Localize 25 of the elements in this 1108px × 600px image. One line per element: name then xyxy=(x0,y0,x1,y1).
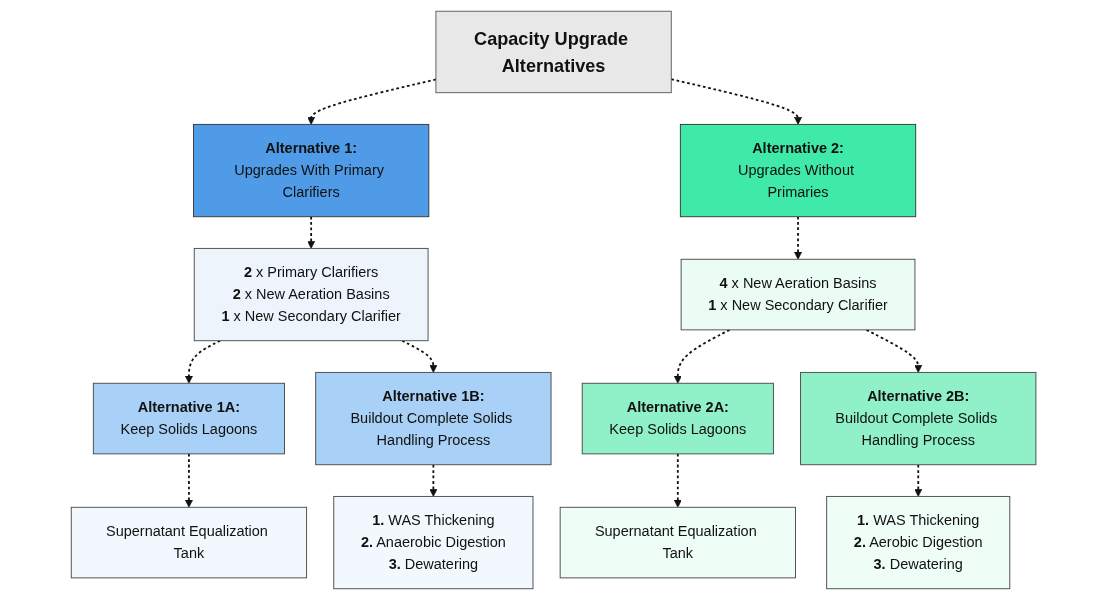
arrow xyxy=(794,215,803,260)
arrow xyxy=(185,452,194,508)
arrow xyxy=(674,328,731,384)
node-box: Capacity Upgrade Alternatives xyxy=(435,10,673,94)
arrow xyxy=(307,215,316,249)
node-box: 1. WAS Thickening 2. Aerobic Digestion 3. Dewatering xyxy=(826,495,1011,590)
arrow xyxy=(307,78,438,125)
node-box: Alternative 1A: Keep Solids Lagoons xyxy=(93,382,286,455)
node-box: Alternative 1: Upgrades With Primary Clarifiers xyxy=(193,123,430,218)
arrow xyxy=(429,463,438,497)
node-box: 2 x Primary Clarifiers 2 x New Aeration Basins 1 x New Secondary Clarifier xyxy=(194,247,429,342)
arrow xyxy=(674,452,683,508)
arrow xyxy=(914,463,923,497)
arrow xyxy=(401,339,438,373)
arrow xyxy=(865,328,923,373)
node-box: Alternative 2: Upgrades Without Primaries xyxy=(680,123,917,218)
node-box: Alternative 2B: Buildout Complete Solids Handling Process xyxy=(800,371,1037,466)
node-box: Supernatant Equalization Tank xyxy=(560,506,797,579)
node-box: Alternative 1B: Buildout Complete Solids Handling Process xyxy=(315,371,552,466)
arrow xyxy=(670,78,803,125)
node-box: 1. WAS Thickening 2. Anaerobic Digestion 3. Dewatering xyxy=(333,495,534,590)
node-box: 4 x New Aeration Basins 1 x New Secondary Clarifier xyxy=(681,258,916,331)
node-box: Supernatant Equalization Tank xyxy=(71,506,308,579)
arrow xyxy=(185,339,222,384)
node-box: Alternative 2A: Keep Solids Lagoons xyxy=(582,382,775,455)
